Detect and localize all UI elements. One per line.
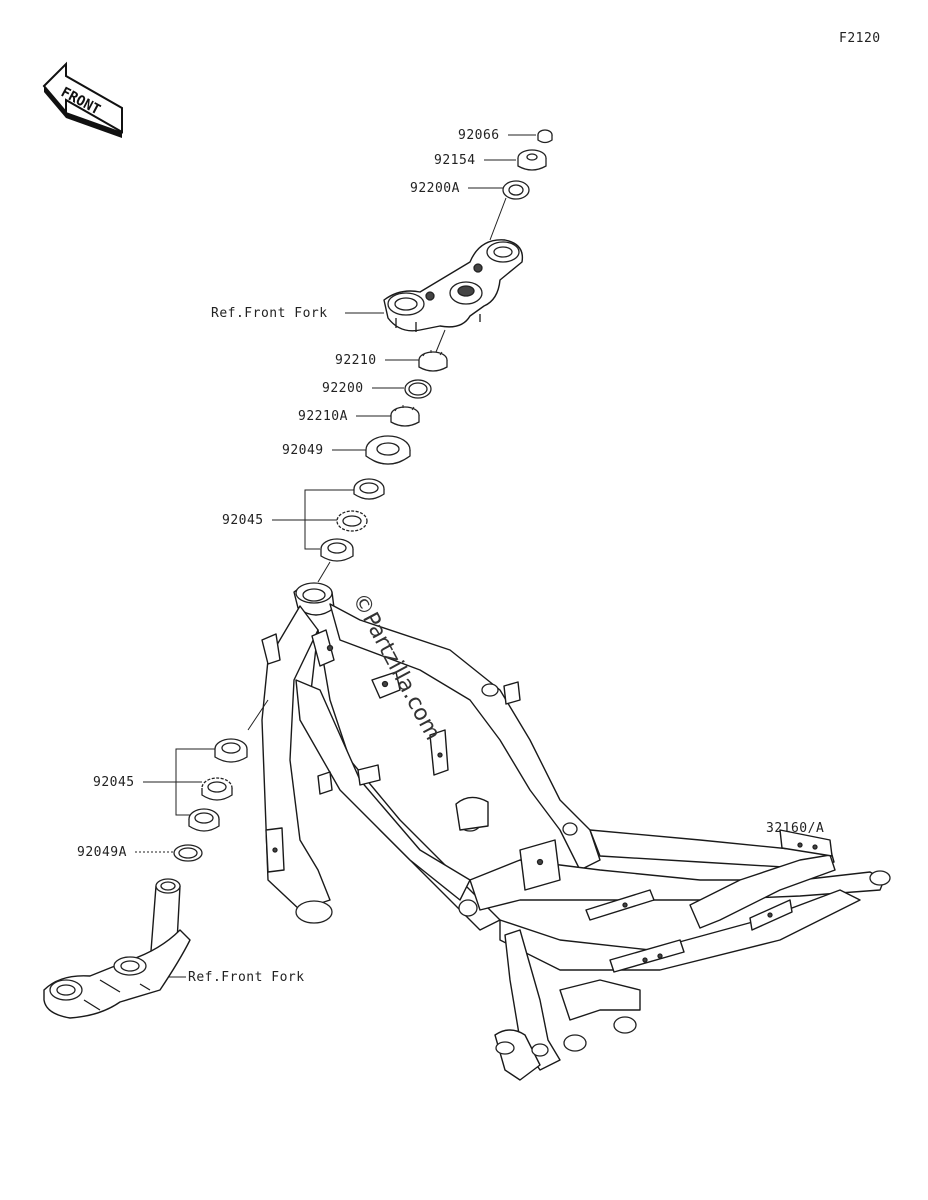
svg-text:92045: 92045 bbox=[93, 775, 135, 790]
bearing-lower bbox=[201, 777, 233, 801]
svg-text:92210A: 92210A bbox=[298, 409, 348, 424]
svg-text:92154: 92154 bbox=[434, 153, 476, 168]
front-direction-arrow-icon: FRONT bbox=[42, 61, 123, 138]
motorcycle-frame bbox=[261, 582, 891, 1081]
svg-text:92049A: 92049A bbox=[77, 845, 127, 860]
callout-ref-front-fork-top[interactable]: Ref.Front Fork bbox=[211, 306, 384, 321]
callout-92200[interactable]: 92200 bbox=[322, 381, 404, 396]
svg-text:92049: 92049 bbox=[282, 443, 324, 458]
svg-text:92066: 92066 bbox=[458, 128, 500, 143]
washer-92200 bbox=[404, 379, 432, 399]
bearing-race-lower-2 bbox=[188, 808, 220, 832]
callout-92210A[interactable]: 92210A bbox=[298, 409, 392, 424]
svg-text:92045: 92045 bbox=[222, 513, 264, 528]
lower-fork-bracket-stem bbox=[43, 878, 191, 1019]
callout-92200A[interactable]: 92200A bbox=[410, 181, 504, 196]
bearing-race-upper bbox=[353, 478, 385, 500]
diagram-code: F2120 bbox=[839, 31, 881, 46]
callout-ref-front-fork-bottom[interactable]: Ref.Front Fork bbox=[155, 970, 305, 985]
nut-92210 bbox=[418, 350, 448, 372]
upper-fork-bracket bbox=[383, 239, 524, 332]
cap-92066 bbox=[537, 129, 553, 144]
svg-text:92200A: 92200A bbox=[410, 181, 460, 196]
svg-text:Ref.Front Fork: Ref.Front Fork bbox=[188, 970, 305, 985]
callout-92049[interactable]: 92049 bbox=[282, 443, 372, 458]
svg-text:Ref.Front Fork: Ref.Front Fork bbox=[211, 306, 328, 321]
callout-92154[interactable]: 92154 bbox=[434, 153, 516, 168]
svg-text:92200: 92200 bbox=[322, 381, 364, 396]
bearing-upper bbox=[336, 510, 368, 532]
nut-92154 bbox=[517, 149, 547, 171]
callout-92066[interactable]: 92066 bbox=[458, 128, 536, 143]
callout-92210[interactable]: 92210 bbox=[335, 353, 420, 368]
seal-92049 bbox=[365, 435, 411, 465]
callout-92045-upper[interactable]: 92045 bbox=[222, 489, 355, 550]
bearing-race-lower bbox=[214, 738, 248, 763]
nut-92210A bbox=[390, 405, 420, 427]
seal-92049A bbox=[173, 844, 203, 862]
callout-92049A[interactable]: 92049A bbox=[77, 845, 174, 860]
bearing-race-upper-2 bbox=[320, 538, 354, 562]
svg-text:92210: 92210 bbox=[335, 353, 377, 368]
callout-92045-lower[interactable]: 92045 bbox=[93, 748, 216, 816]
washer-92200A bbox=[502, 180, 530, 200]
